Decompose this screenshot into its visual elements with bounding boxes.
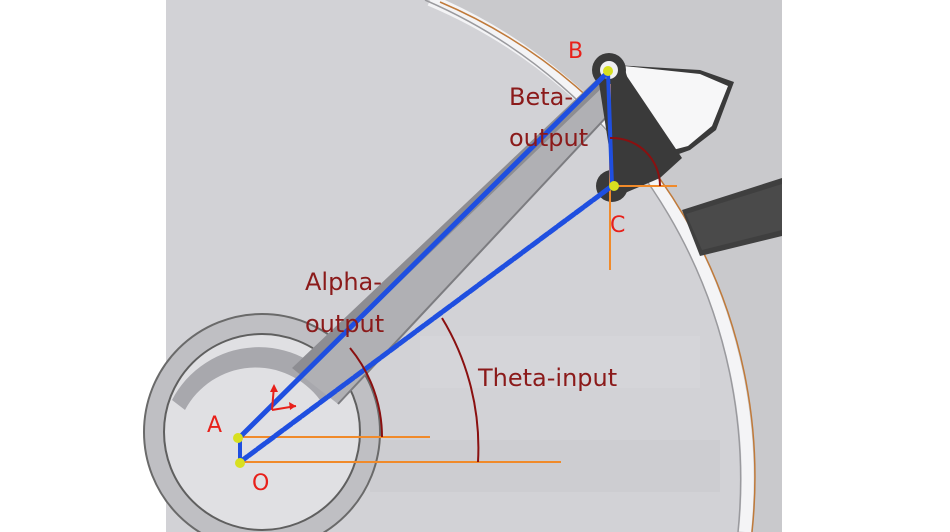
point-a-marker: [233, 433, 243, 443]
point-b-label: B: [568, 39, 583, 64]
point-c-label: C: [610, 213, 625, 238]
hub-outer-ring: [143, 313, 381, 532]
point-o-marker: [235, 458, 245, 468]
alpha-label-line1: Alpha-: [305, 268, 382, 296]
triad-y-arrow: [270, 384, 278, 392]
theta-angle-arc: [441, 317, 480, 463]
beta-label-line2: output: [509, 124, 588, 152]
hub-inner-ring: [163, 333, 361, 531]
point-c-marker: [609, 181, 619, 191]
disc-edge-line: [439, 1, 756, 532]
link-a-b: [237, 69, 611, 440]
right-dark-bar-face: [686, 184, 782, 250]
shade-patch-2: [420, 336, 700, 388]
alpha-label-line2: output: [305, 310, 384, 338]
point-o-label: O: [252, 471, 269, 496]
disc-inner-edge: [424, 0, 742, 532]
bellcrank-arm: [602, 72, 682, 196]
beta-label-line1: Beta-: [509, 83, 573, 111]
point-b-marker: [603, 66, 613, 76]
shade-patch: [370, 440, 720, 492]
alpha-angle-arc: [349, 347, 383, 438]
disc-rim: [427, 0, 754, 532]
arm-link-body: [292, 78, 626, 404]
link-b-c: [606, 70, 614, 188]
theta-label: Theta-input: [477, 364, 617, 392]
triad-x-arrow: [289, 402, 296, 410]
link-o-c: [237, 183, 615, 465]
point-a-label: A: [207, 413, 222, 438]
beta-angle-arc: [609, 136, 662, 187]
